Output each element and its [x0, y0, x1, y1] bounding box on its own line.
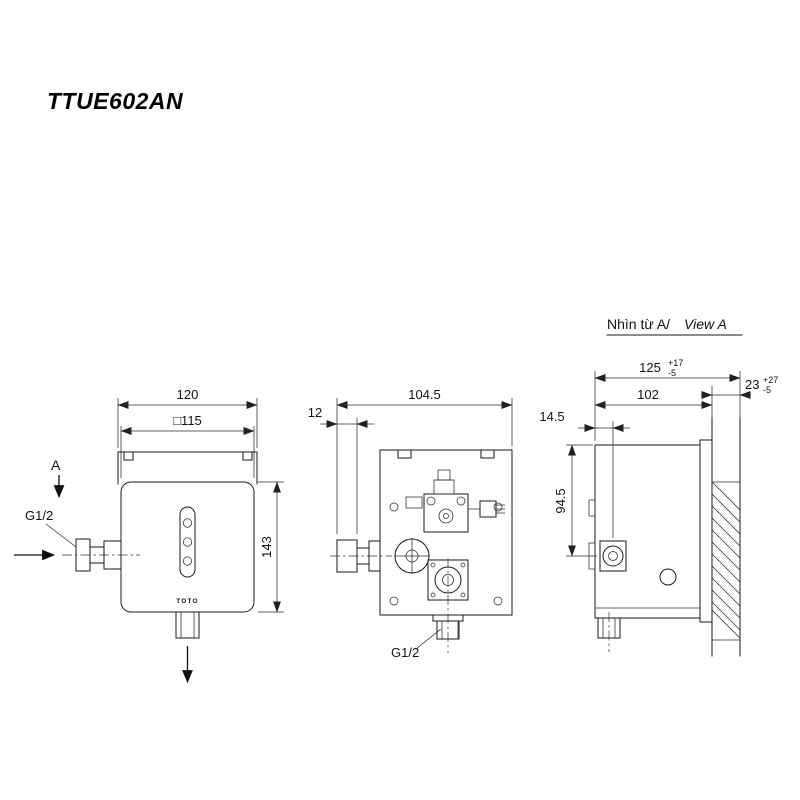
dim-145-text: 14.5 — [539, 409, 564, 424]
view-a: Nhìn từ A/ View A 125 — [539, 316, 778, 657]
view-direction-label: A — [51, 457, 61, 473]
dim-23-tol-upper: +27 — [763, 375, 778, 385]
solenoid-bolt — [456, 496, 466, 506]
outlet-thread-label: G1/2 — [391, 645, 419, 660]
solenoid-stack — [433, 479, 455, 495]
valve-body-side — [594, 444, 701, 619]
solenoid-core — [438, 508, 454, 524]
dim-945-extension-lines — [566, 444, 597, 557]
indicator-dot — [182, 537, 193, 547]
solenoid-bolt — [426, 496, 436, 506]
wall-hatching — [711, 481, 741, 641]
left-face-tab — [588, 499, 596, 517]
front-view: TOTO A G1/2 120 □115 14 — [14, 387, 284, 684]
outlet-thread-lines — [602, 618, 616, 638]
outlet-thread-lines — [180, 612, 195, 638]
block-screw — [430, 592, 436, 598]
dim-12-text: 12 — [308, 405, 322, 420]
cover-plate — [120, 481, 255, 613]
inlet-port — [602, 545, 624, 567]
connector-plug — [479, 500, 497, 518]
mounting-hole — [389, 596, 399, 606]
dim-945-text: 94.5 — [553, 488, 568, 513]
indicator-dot — [182, 556, 193, 566]
outlet-label-leader — [415, 628, 442, 650]
inlet-port-center — [608, 551, 618, 561]
inlet-boss — [599, 540, 627, 572]
mounting-plate — [699, 439, 713, 623]
inlet-thread-label: G1/2 — [25, 508, 53, 523]
view-a-title-vi: Nhìn từ A/ — [607, 316, 670, 332]
body-top-tabs — [397, 449, 495, 459]
inlet-label-leader — [45, 523, 77, 548]
wall-faces — [711, 417, 741, 657]
block-screw — [460, 592, 466, 598]
block-screw — [430, 562, 436, 568]
block-screw — [460, 562, 466, 568]
side-view: G1/2 104.5 12 — [308, 387, 513, 660]
dim-120-text: 120 — [177, 387, 199, 402]
sensor-slot — [179, 506, 196, 578]
mounting-frame — [117, 451, 258, 485]
solenoid-cap — [437, 469, 451, 481]
dim-23-tol-lower: -5 — [763, 385, 771, 395]
sensor-bracket — [405, 496, 423, 509]
dim-23-text: 23 — [745, 377, 759, 392]
solenoid-body — [423, 493, 469, 533]
outlet-thread-lines — [441, 621, 459, 639]
bottom-outlet — [175, 611, 200, 639]
brand-mark: TOTO — [176, 598, 199, 605]
part-number-title: TTUE602AN — [47, 88, 184, 114]
connector-pins — [496, 504, 505, 514]
view-a-title-en: View A — [684, 316, 727, 332]
dim-102-text: 102 — [637, 387, 659, 402]
solenoid-core-center — [443, 513, 449, 519]
diaphragm-crosshair — [394, 538, 430, 574]
dim-125-text: 125 — [639, 360, 661, 375]
mounting-hole — [493, 502, 503, 512]
indicator-dot — [182, 518, 193, 528]
manual-button — [659, 568, 677, 586]
dim-125-tol-upper: +17 — [668, 358, 683, 368]
dim-104-text: 104.5 — [408, 387, 441, 402]
mounting-hole — [389, 502, 399, 512]
dim-125-tol-lower: -5 — [668, 368, 676, 378]
dim-125-extension-lines — [594, 371, 741, 441]
dim-143-text: 143 — [259, 536, 274, 558]
dim-115-text: □115 — [173, 413, 202, 428]
mounting-hole — [493, 596, 503, 606]
